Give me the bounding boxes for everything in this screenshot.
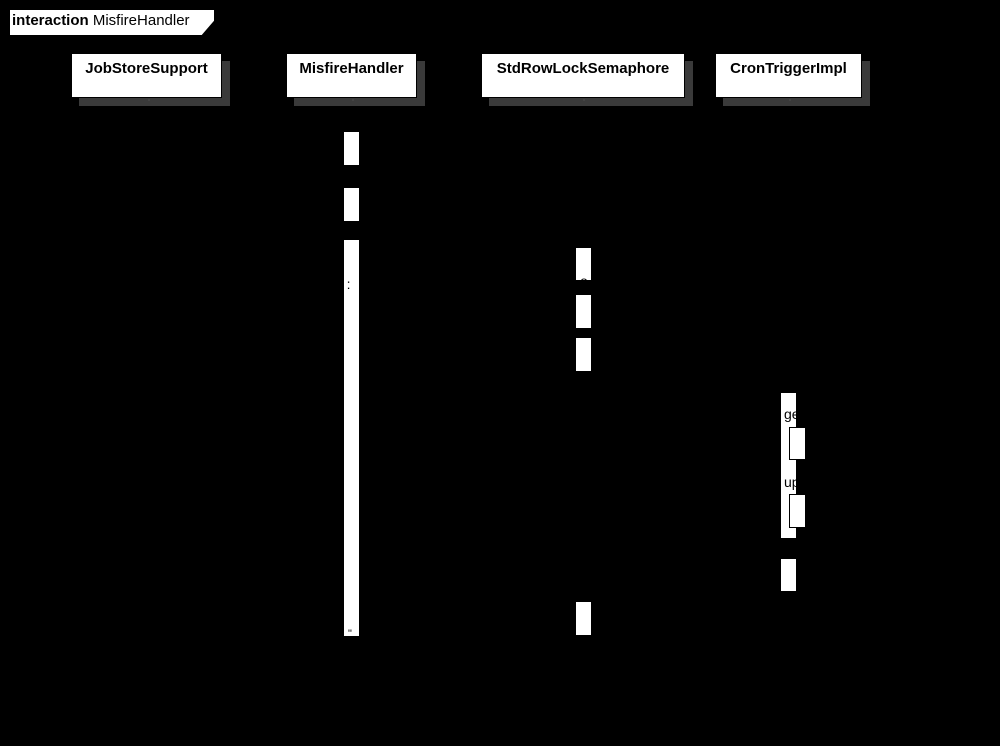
activation-bar <box>576 338 591 371</box>
lifeline-stub <box>789 99 791 101</box>
lifeline-crontriggerimpl[interactable]: CronTriggerImpl <box>715 53 862 98</box>
activation-bar <box>576 248 591 280</box>
message-label: ge <box>784 406 800 422</box>
activation-bar <box>344 132 359 165</box>
self-call-activation <box>789 427 806 460</box>
frame-keyword: interaction <box>12 12 89 29</box>
lifeline-stub <box>583 99 585 101</box>
activation-bar <box>576 295 591 328</box>
message-label: up <box>784 474 800 490</box>
activation-bar <box>781 559 796 591</box>
activation-bar <box>576 602 591 635</box>
message-label: 5 : <box>335 276 351 292</box>
activation-bar <box>344 240 359 636</box>
lifeline-stub <box>148 99 150 101</box>
lifeline-label: JobStoreSupport <box>85 60 208 77</box>
lifeline-label: CronTriggerImpl <box>730 60 847 77</box>
frame-name: MisfireHandler <box>92 12 190 29</box>
lifeline-stdrowlocksemaphore[interactable]: StdRowLockSemaphore <box>481 53 685 98</box>
lifeline-jobstoresupport[interactable]: JobStoreSupport <box>71 53 222 98</box>
lifeline-misfirehandler[interactable]: MisfireHandler <box>286 53 417 98</box>
message-label: " <box>348 628 352 640</box>
self-call-activation <box>789 494 806 528</box>
interaction-frame-title: interaction MisfireHandler <box>12 12 190 29</box>
message-label: o <box>580 273 588 289</box>
activation-bar <box>344 188 359 221</box>
lifeline-label: MisfireHandler <box>299 60 404 77</box>
lifeline-stub <box>352 99 354 101</box>
lifeline-label: StdRowLockSemaphore <box>496 60 670 77</box>
interaction-frame-tab <box>9 9 215 36</box>
